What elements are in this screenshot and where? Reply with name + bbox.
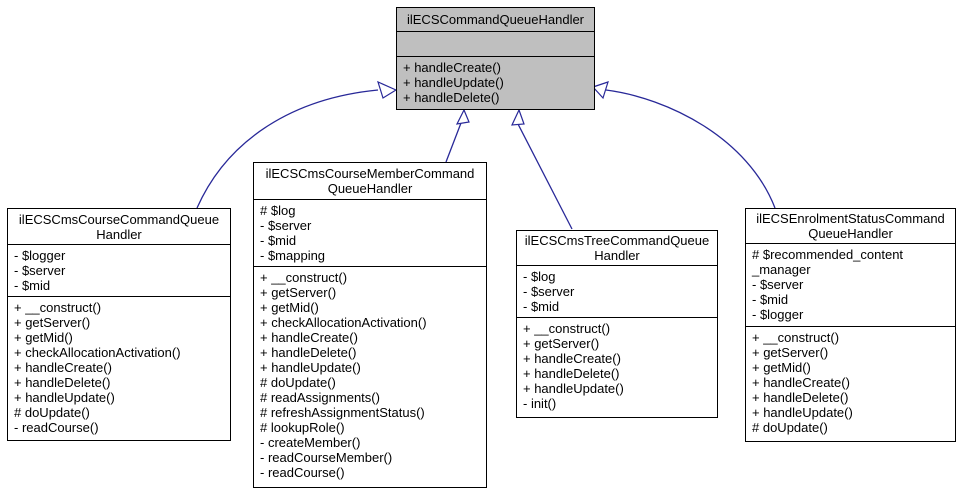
class-box-ilecscommandqueuehandler[interactable]: ilECSCommandQueueHandler + handleCreate(…: [396, 7, 595, 110]
class-methods: + __construct()+ getServer()+ getMid()+ …: [746, 327, 955, 441]
method-row: + getServer(): [752, 345, 829, 360]
class-name-line: ilECSEnrolmentStatusCommand: [756, 211, 945, 226]
method-row: + handleUpdate(): [523, 381, 624, 396]
method-row: + handleDelete(): [260, 345, 357, 360]
method-row: + getServer(): [523, 336, 600, 351]
method-row: + handleDelete(): [752, 390, 849, 405]
attribute-row: - $mid: [260, 233, 297, 248]
method-row: # doUpdate(): [260, 375, 336, 390]
method-row: # doUpdate(): [752, 420, 828, 435]
inheritance-arrowhead-tree: [511, 108, 525, 126]
class-name-line: ilECSCmsCourseMemberCommand: [265, 166, 475, 181]
class-methods: + handleCreate()+ handleUpdate()+ handle…: [397, 57, 594, 109]
method-row: + __construct(): [523, 321, 611, 336]
inheritance-arrowhead-enrolment-status: [591, 81, 609, 100]
method-row: # doUpdate(): [14, 405, 90, 420]
class-name-line: ilECSCmsCourseCommandQueue: [18, 211, 220, 227]
method-row: + getMid(): [752, 360, 811, 375]
class-name: ilECSCommandQueueHandler: [397, 8, 594, 32]
method-row: # readAssignments(): [260, 390, 380, 405]
method-row: + handleCreate(): [14, 360, 112, 375]
method-row: + handleUpdate(): [403, 75, 504, 90]
method-row: # lookupRole(): [260, 420, 345, 435]
method-row: + getServer(): [260, 285, 337, 300]
method-row: + __construct(): [752, 330, 840, 345]
attribute-row: - $server: [752, 277, 804, 292]
method-row: + getMid(): [260, 300, 319, 315]
method-row: + handleUpdate(): [260, 360, 361, 375]
attribute-row: - $mid: [14, 278, 51, 293]
inheritance-edge-enrolment-status: [605, 89, 776, 209]
method-row: - createMember(): [260, 435, 361, 450]
attribute-row: - $server: [523, 284, 575, 299]
method-row: + handleDelete(): [403, 90, 500, 105]
method-row: + handleCreate(): [403, 60, 501, 75]
class-attributes: - $log- $server- $mid: [517, 266, 717, 318]
attribute-row: - $mid: [523, 299, 560, 314]
class-name-line: QueueHandler: [327, 181, 413, 196]
attribute-row: - $server: [260, 218, 312, 233]
method-row: + handleUpdate(): [14, 390, 115, 405]
attribute-row: - $server: [14, 263, 66, 278]
attribute-row: - $mid: [752, 292, 789, 307]
class-methods: + __construct()+ getServer()+ getMid()+ …: [8, 297, 230, 440]
method-row: - init(): [523, 396, 557, 411]
class-name-line: ilECSCommandQueueHandler: [406, 12, 585, 27]
class-methods: + __construct()+ getServer()+ getMid()+ …: [254, 267, 486, 487]
method-row: - readCourseMember(): [260, 450, 393, 465]
method-row: + getMid(): [14, 330, 73, 345]
class-attributes: # $log- $server- $mid- $mapping: [254, 200, 486, 267]
class-name-line: Handler: [96, 226, 142, 242]
method-row: + handleCreate(): [752, 375, 850, 390]
attribute-row: - $mapping: [260, 248, 326, 263]
attribute-row: # $recommended_content: [752, 247, 904, 262]
method-row: + __construct(): [260, 270, 348, 285]
class-methods: + __construct()+ getServer()+ handleCrea…: [517, 318, 717, 417]
method-row: + handleCreate(): [523, 351, 621, 366]
method-row: + handleDelete(): [14, 375, 111, 390]
method-row: + __construct(): [14, 300, 102, 315]
inheritance-arrowhead-course: [377, 80, 398, 99]
attribute-row: - $logger: [14, 248, 66, 263]
method-row: + checkAllocationActivation(): [14, 345, 181, 360]
method-row: - readCourse(): [260, 465, 345, 480]
method-row: + handleCreate(): [260, 330, 358, 345]
inheritance-arrowhead-course-member: [455, 108, 470, 125]
inheritance-edge-course: [196, 89, 379, 209]
method-row: + handleDelete(): [523, 366, 620, 381]
method-row: + checkAllocationActivation(): [260, 315, 427, 330]
method-row: + handleUpdate(): [752, 405, 853, 420]
attribute-row: - $logger: [752, 307, 804, 322]
attribute-row: # $log: [260, 203, 296, 218]
method-row: - readCourse(): [14, 420, 99, 435]
inheritance-edge-tree: [517, 123, 573, 230]
method-row: # refreshAssignmentStatus(): [260, 405, 425, 420]
class-name-line: QueueHandler: [808, 226, 893, 241]
attribute-row: _manager: [752, 262, 811, 277]
attribute-row: - $log: [523, 269, 556, 284]
class-attributes: [397, 32, 594, 57]
inheritance-edge-course-member: [445, 122, 462, 163]
method-row: + getServer(): [14, 315, 91, 330]
class-name-line: ilECSCmsTreeCommandQueue: [524, 233, 710, 248]
class-attributes: - $logger- $server- $mid: [8, 245, 230, 297]
class-attributes: # $recommended_content_manager- $server-…: [746, 244, 955, 327]
class-name-line: Handler: [594, 248, 640, 263]
